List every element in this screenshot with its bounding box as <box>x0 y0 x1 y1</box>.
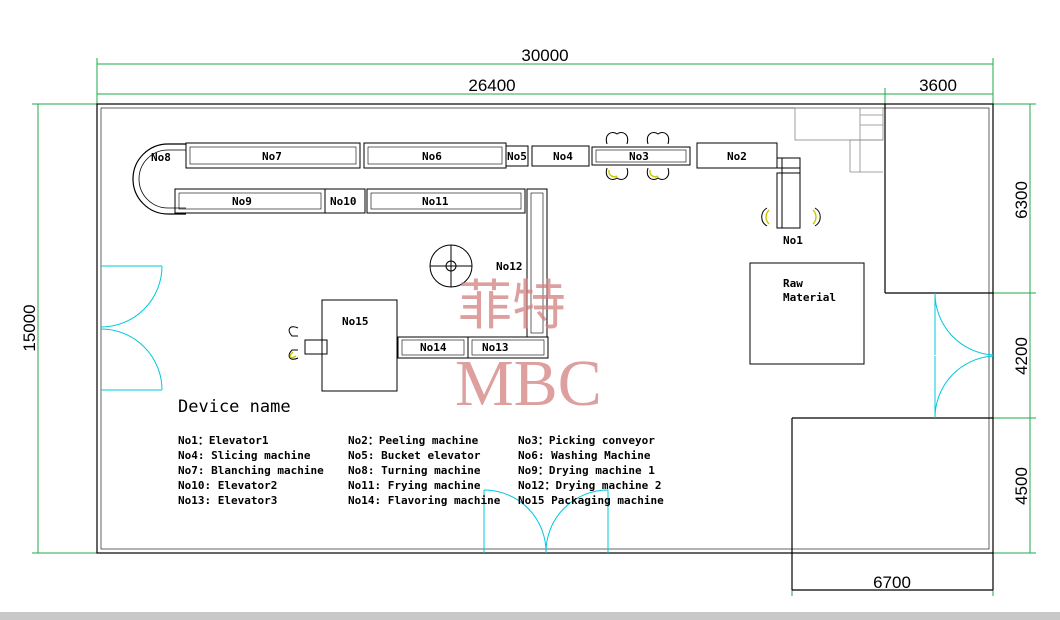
dim-side-upper: 6300 <box>1012 181 1031 219</box>
bottom-border-bar <box>0 612 1060 620</box>
dim-total-width: 15000 <box>20 304 39 351</box>
label-no11: No11 <box>422 195 449 208</box>
doors <box>100 265 994 554</box>
label-no14: No14 <box>420 341 447 354</box>
machines <box>132 142 865 392</box>
dim-side-middle: 4200 <box>1012 337 1031 375</box>
dim-side-length: 3600 <box>919 76 957 95</box>
legend-title: Device name <box>178 397 291 417</box>
operator-seat-highlights <box>289 169 817 359</box>
label-no4: No4 <box>553 150 573 163</box>
label-no3: No3 <box>629 150 649 163</box>
legend-item: No2：Peeling machine <box>348 434 479 447</box>
legend-item: No5: Bucket elevator <box>348 449 481 462</box>
legend-item: No1：Elevator1 <box>178 434 269 447</box>
dim-total-length: 30000 <box>521 46 568 65</box>
label-no15: No15 <box>342 315 369 328</box>
watermark-logo: MBC <box>455 347 602 420</box>
legend-item: No7: Blanching machine <box>178 464 324 477</box>
label-no6: No6 <box>422 150 442 163</box>
legend-item: No3：Picking conveyor <box>518 434 655 447</box>
label-no2: No2 <box>727 150 747 163</box>
label-no5: No5 <box>507 150 527 163</box>
dim-bottom-room: 6700 <box>873 573 911 592</box>
legend-item: No11: Frying machine <box>348 479 481 492</box>
legend-item: No4: Slicing machine <box>178 449 311 462</box>
watermark-chinese: 菲特 <box>458 274 566 337</box>
stairs <box>794 107 884 173</box>
raw-material-label-line2: Material <box>783 291 836 304</box>
label-no13: No13 <box>482 341 509 354</box>
label-no12: No12 <box>496 260 523 273</box>
label-no1: No1 <box>783 234 803 247</box>
dim-side-lower: 4500 <box>1012 467 1031 505</box>
label-no8: No8 <box>151 151 171 164</box>
dim-main-length: 26400 <box>468 76 515 95</box>
legend-item: No15 Packaging machine <box>518 494 664 507</box>
legend-item: No10: Elevator2 <box>178 479 277 492</box>
label-no7: No7 <box>262 150 282 163</box>
label-no10: No10 <box>330 195 357 208</box>
device-legend: Device name No1：Elevator1 No4: Slicing m… <box>178 397 664 507</box>
operator-seats <box>288 131 821 360</box>
label-no9: No9 <box>232 195 252 208</box>
legend-item: No14: Flavoring machine <box>348 494 501 507</box>
legend-item: No9：Drying machine 1 <box>518 464 655 477</box>
legend-item: No6: Washing Machine <box>518 449 651 462</box>
legend-item: No13: Elevator3 <box>178 494 277 507</box>
legend-item: No12：Drying machine 2 <box>518 479 661 492</box>
raw-material-label-line1: Raw <box>783 277 803 290</box>
legend-item: No8: Turning machine <box>348 464 481 477</box>
